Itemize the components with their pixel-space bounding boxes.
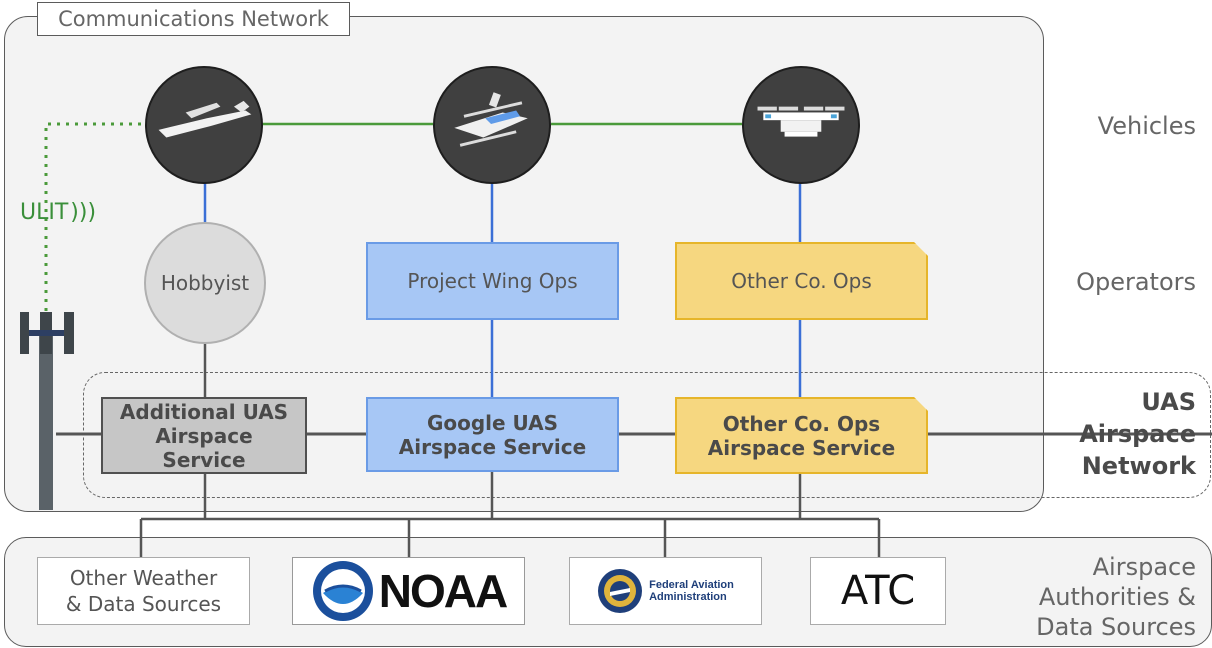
ulit-label: ULIT))) [20,200,97,225]
operator-hobbyist: Hobbyist [144,222,266,344]
source-faa: Federal Aviation Administration [569,557,762,625]
operator-project-wing: Project Wing Ops [366,242,619,320]
operator-other-co: Other Co. Ops [675,242,928,320]
vehicle-quadcopter [742,66,860,184]
row-label-uas-airspace-network: UAS Airspace Network [1079,388,1196,480]
row-label-authorities: Airspace Authorities & Data Sources [1036,553,1196,641]
source-atc: ATC [810,557,946,625]
service-additional-uas: Additional UAS Airspace Service [101,397,307,474]
noaa-seal-icon [312,561,373,621]
ulit-dotted-link [44,122,145,320]
vehicle-wing-delivery [433,66,551,184]
communications-network-label: Communications Network [37,2,350,36]
service-other-co: Other Co. Ops Airspace Service [675,397,928,474]
service-google-uas: Google UAS Airspace Service [366,397,619,472]
wing-delivery-drone-icon [454,92,528,147]
fixed-wing-drone-icon [158,100,252,138]
signal-waves-icon: ))) [70,200,97,225]
source-noaa: NOAA [292,557,525,625]
row-label-operators: Operators [1076,268,1196,296]
source-other-weather: Other Weather & Data Sources [37,557,250,625]
vehicle-fixed-wing [145,66,263,184]
row-label-vehicles: Vehicles [1097,112,1196,140]
cell-tower-icon [20,312,74,510]
quadcopter-icon [757,106,845,137]
faa-seal-icon [598,569,643,613]
